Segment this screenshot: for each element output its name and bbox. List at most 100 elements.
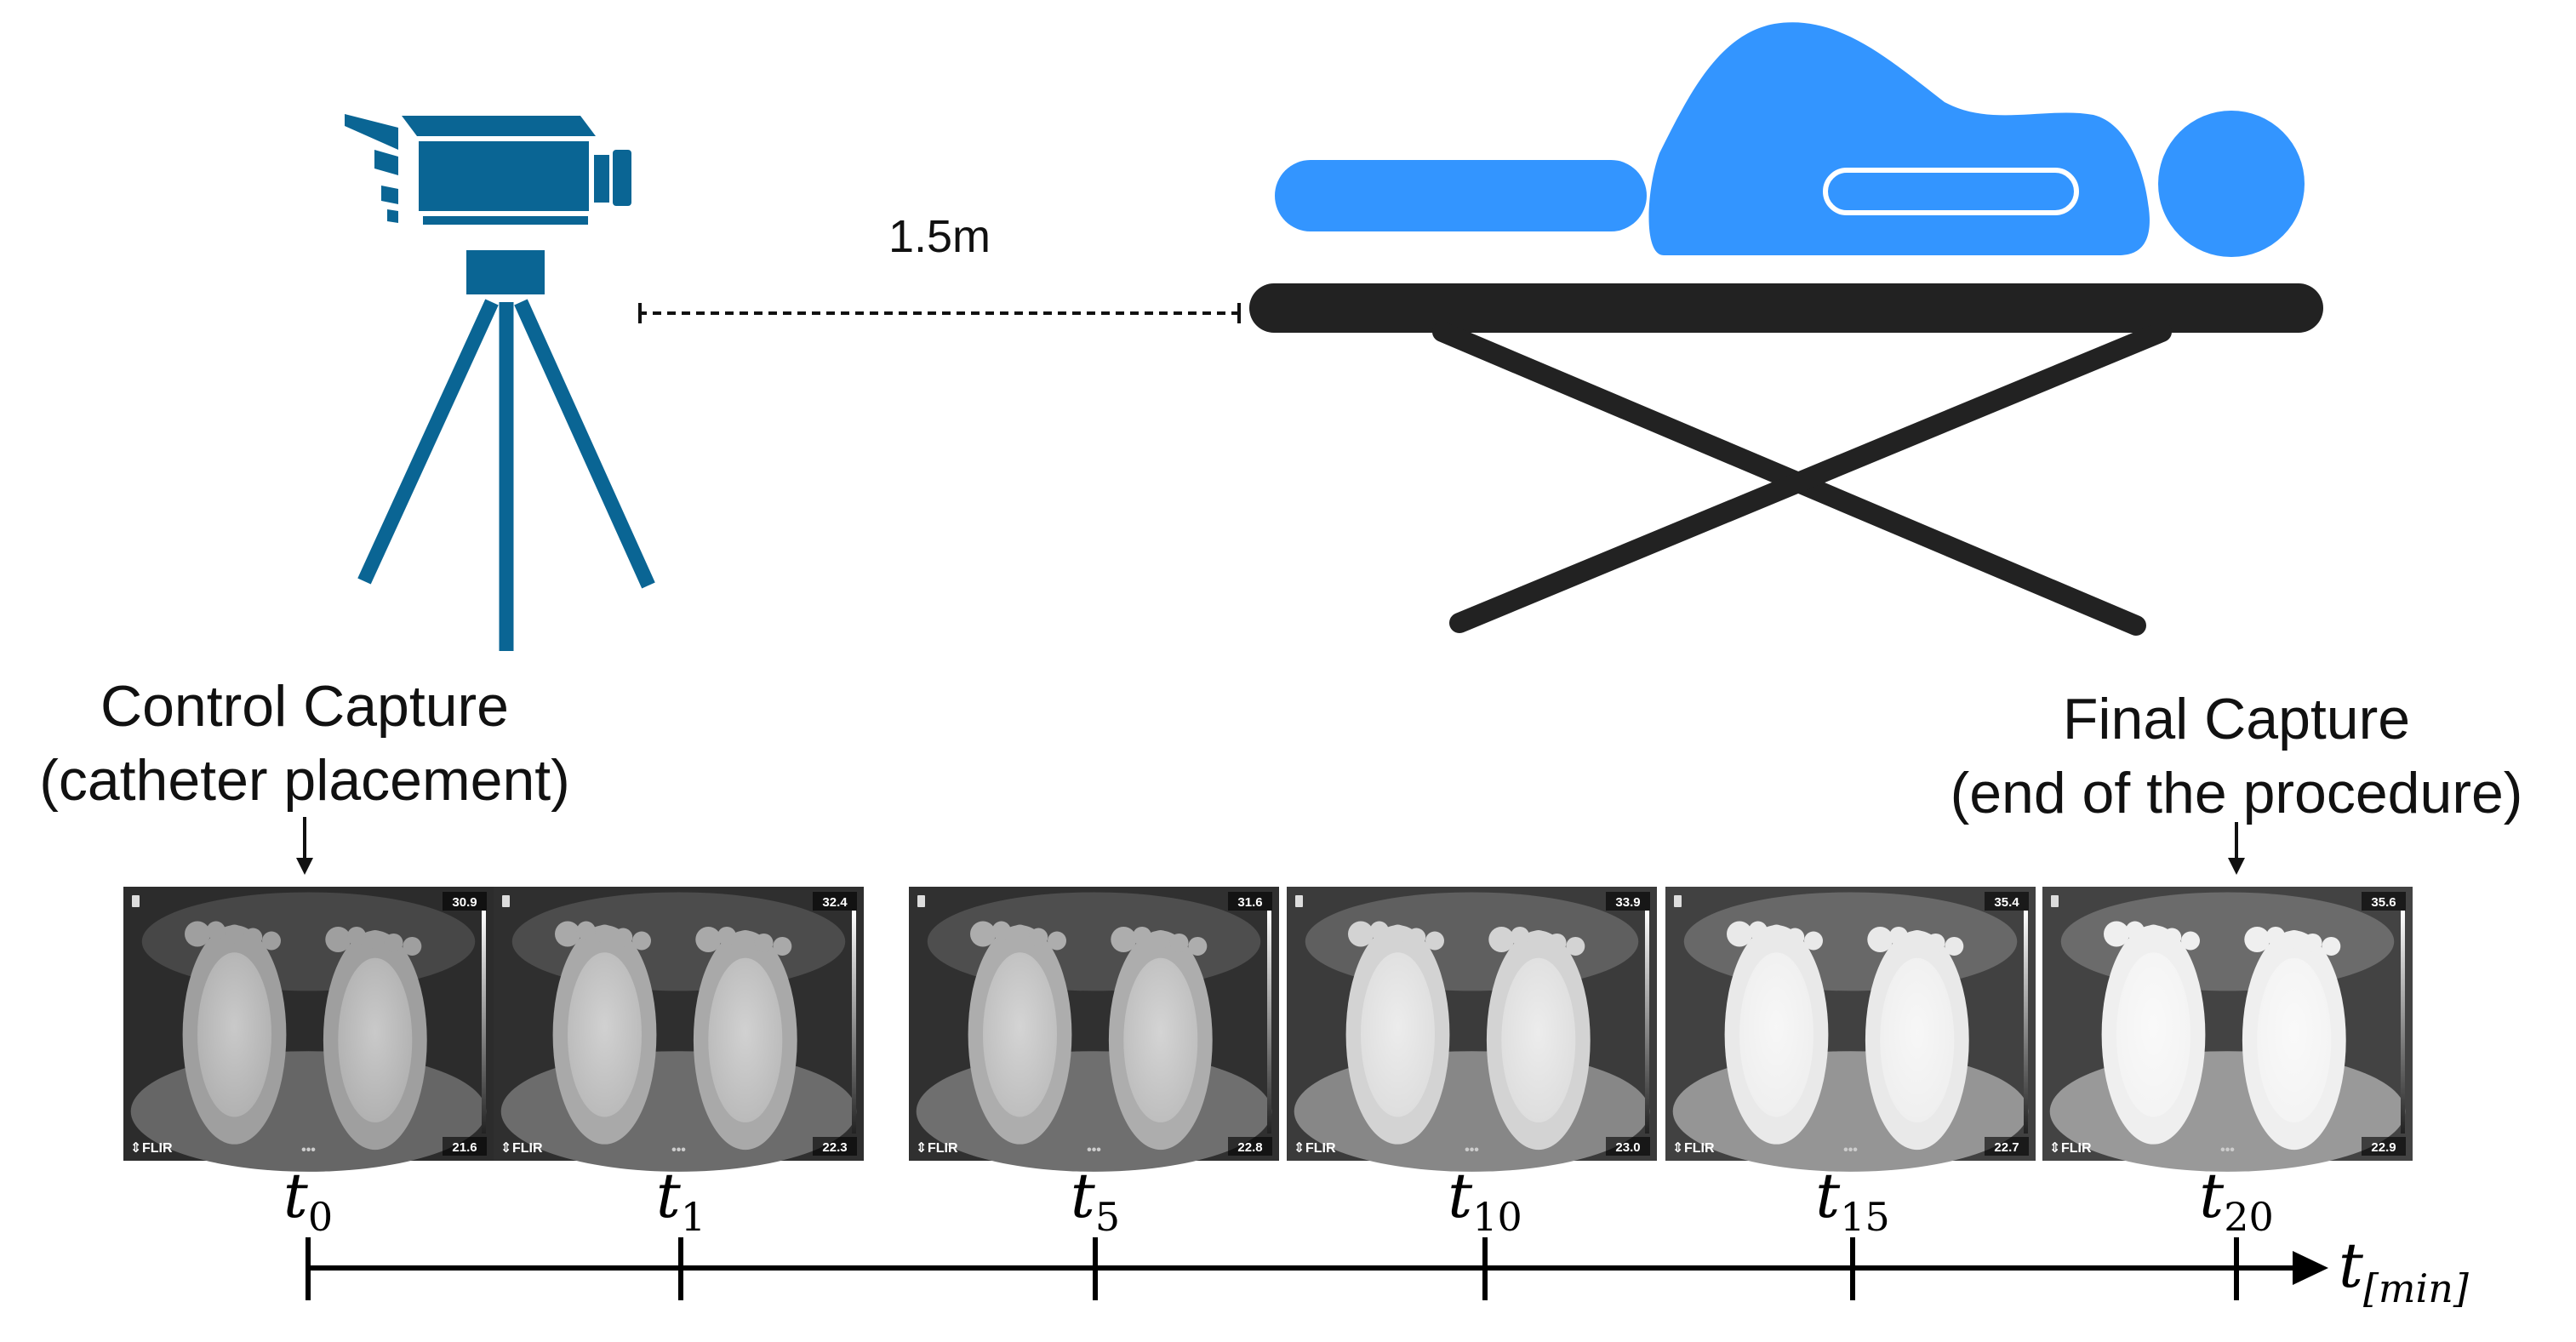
toe — [632, 931, 651, 951]
min-temp-label: 22.9 — [2371, 1140, 2396, 1155]
thermal-image-strip: 30.921.6⇕FLIR•••32.422.3⇕FLIR•••31.622.8… — [123, 887, 2413, 1172]
toe — [1926, 933, 1945, 952]
toe — [2284, 929, 2304, 949]
foot-heat-highlight — [2257, 957, 2332, 1122]
max-temp-label: 33.9 — [1615, 895, 1640, 910]
toe — [1029, 928, 1048, 947]
tick-label-subscript: 10 — [1472, 1194, 1522, 1240]
toe — [1528, 929, 1548, 949]
toe — [2162, 928, 2182, 947]
toe — [2322, 936, 2341, 956]
timeline-tick-label: t15 — [1815, 1160, 1889, 1240]
battery-icon — [1674, 895, 1682, 907]
toe — [1867, 926, 1893, 952]
thermal-image: 35.622.9⇕FLIR••• — [2042, 887, 2413, 1172]
min-temp-label: 22.7 — [1994, 1140, 2019, 1155]
tick-label-base: t — [1071, 1160, 1096, 1231]
toe — [2266, 926, 2286, 945]
toe — [1785, 928, 1805, 947]
toe — [347, 926, 367, 945]
max-temp-label: 31.6 — [1237, 895, 1262, 910]
min-temp-box — [1985, 1137, 2029, 1156]
toe — [1369, 921, 1389, 940]
max-temp-box — [2362, 892, 2406, 911]
final-capture-subtitle: (end of the procedure) — [1951, 761, 2523, 825]
foot-heat-highlight — [708, 957, 783, 1122]
patient-lying-icon — [1275, 22, 2305, 257]
tick-label-base: t — [2199, 1160, 2225, 1231]
min-temp-label: 22.3 — [822, 1140, 847, 1155]
max-temp-box — [1985, 892, 2029, 911]
flir-logo-icon: ⇕ — [1672, 1141, 1683, 1156]
min-temp-label: 21.6 — [452, 1140, 477, 1155]
foot-heat-highlight — [568, 952, 642, 1117]
flir-logo-icon: ⇕ — [2049, 1141, 2060, 1156]
toe — [595, 924, 614, 944]
more-options-icon: ••• — [1843, 1143, 1858, 1157]
toe — [1425, 931, 1444, 951]
toe — [1111, 926, 1137, 952]
foot-heat-highlight — [338, 957, 413, 1122]
foot-heat-highlight — [1880, 957, 1955, 1122]
min-temp-label: 23.0 — [1615, 1140, 1640, 1155]
min-temp-box — [443, 1137, 487, 1156]
battery-icon — [2051, 895, 2059, 907]
toe — [365, 929, 385, 949]
timeline-tick-label: t20 — [2199, 1160, 2273, 1240]
final-capture-arrow — [2228, 822, 2245, 875]
tick-label-base: t — [1815, 1160, 1841, 1231]
flir-brand-label: FLIR — [1305, 1141, 1336, 1156]
max-temp-label: 30.9 — [452, 895, 477, 910]
foot-heat-highlight — [1739, 952, 1813, 1117]
temperature-scale-bar — [2401, 911, 2405, 1134]
toe — [1048, 931, 1066, 951]
min-temp-box — [2362, 1137, 2406, 1156]
tick-label-base: t — [1448, 1160, 1473, 1231]
toe — [1169, 933, 1189, 952]
flir-brand-label: FLIR — [928, 1141, 958, 1156]
toe — [1727, 921, 1752, 947]
max-temp-box — [1228, 892, 1272, 911]
foot-heat-highlight — [983, 952, 1057, 1117]
toe — [1511, 926, 1530, 945]
toe — [1547, 933, 1567, 952]
toe — [576, 921, 596, 940]
toe — [773, 936, 792, 956]
timeline-tick-label: t1 — [656, 1160, 705, 1240]
flir-logo-icon: ⇕ — [916, 1141, 927, 1156]
distance-line — [638, 303, 1241, 323]
video-camera-on-tripod-icon — [345, 114, 655, 651]
max-temp-box — [1606, 892, 1650, 911]
foot-heat-highlight — [197, 952, 271, 1117]
toe — [717, 926, 737, 945]
min-temp-box — [1606, 1137, 1650, 1156]
tick-label-base: t — [656, 1160, 682, 1231]
toe — [1348, 921, 1374, 947]
timeline-axis — [306, 1237, 2328, 1300]
toe — [2181, 931, 2200, 951]
toe — [2303, 933, 2322, 952]
toe — [1945, 936, 1964, 956]
control-capture-arrow — [296, 817, 313, 875]
toe — [206, 921, 226, 940]
max-temp-label: 35.6 — [2371, 895, 2396, 910]
more-options-icon: ••• — [301, 1143, 316, 1157]
toe — [614, 928, 633, 947]
timeline-arrowhead — [2293, 1251, 2328, 1285]
flir-brand-label: FLIR — [512, 1141, 543, 1156]
battery-icon — [917, 895, 925, 907]
toe — [325, 926, 351, 952]
more-options-icon: ••• — [1465, 1143, 1479, 1157]
timeline-axis-label: t[min] — [2339, 1230, 2469, 1311]
toe — [2144, 924, 2163, 944]
toe — [1133, 926, 1152, 945]
toe — [1907, 929, 1927, 949]
tick-label-base: t — [283, 1160, 309, 1231]
timeline-tick-label: t5 — [1071, 1160, 1120, 1240]
flir-logo-icon: ⇕ — [1294, 1141, 1305, 1156]
battery-icon — [502, 895, 510, 907]
tick-label-subscript: 15 — [1840, 1194, 1890, 1240]
final-capture-title: Final Capture — [2063, 687, 2410, 751]
toe — [262, 931, 281, 951]
